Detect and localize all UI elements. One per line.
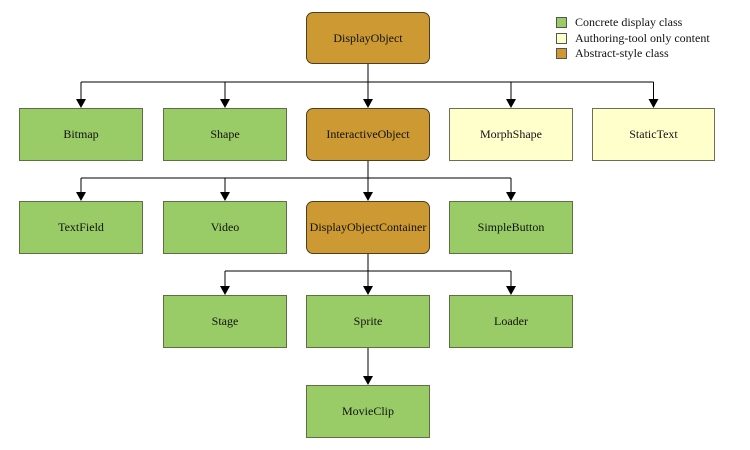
node-label: Bitmap [63,127,99,141]
node-simple-button: SimpleButton [449,201,573,254]
arrowhead [363,192,373,201]
arrowhead [76,99,86,108]
legend-item-concrete: Concrete display class [556,15,682,30]
legend-label: Authoring-tool only content [575,31,710,45]
legend-label: Abstract-style class [575,46,669,60]
node-static-text: StaticText [592,108,715,161]
arrowhead [506,99,516,108]
arrowhead [220,286,230,295]
arrowhead [363,286,373,295]
node-sprite: Sprite [306,295,430,348]
node-morph-shape: MorphShape [449,108,573,161]
node-label: Video [210,220,240,234]
legend-item-authoring: Authoring-tool only content [556,31,710,46]
node-bitmap: Bitmap [19,108,143,161]
arrowhead [506,192,516,201]
legend-item-abstract: Abstract-style class [556,46,669,61]
node-label: Stage [211,314,239,328]
node-label: DisplayObject [333,30,403,45]
node-label: MorphShape [480,127,542,141]
node-stage: Stage [163,295,287,348]
legend-label: Concrete display class [575,15,683,29]
node-label: MovieClip [341,404,394,418]
node-label: Sprite [353,314,383,328]
node-label: Shape [210,127,240,141]
legend-swatch-concrete [556,17,567,28]
node-label: Loader [494,314,528,328]
node-shape: Shape [163,108,287,161]
arrowhead [648,99,659,108]
node-display-object: DisplayObject [306,12,430,64]
legend-swatch-authoring [556,33,567,44]
node-label: InteractiveObject [326,127,410,141]
node-interactive-object: InteractiveObject [306,108,430,161]
node-label: DisplayObjectContainer [309,220,427,234]
node-display-object-container: DisplayObjectContainer [306,201,430,254]
arrowhead [363,376,373,385]
arrowhead [506,286,516,295]
arrowhead [220,99,230,108]
node-text-field: TextField [19,201,143,254]
arrowhead [220,192,230,201]
node-loader: Loader [449,295,573,348]
node-video: Video [163,201,287,254]
node-label: TextField [58,220,104,234]
node-movie-clip: MovieClip [306,385,430,438]
node-label: StaticText [629,127,678,141]
arrowhead [363,99,373,108]
arrowhead [76,192,86,201]
node-label: SimpleButton [477,220,545,234]
legend-swatch-abstract [556,48,567,59]
